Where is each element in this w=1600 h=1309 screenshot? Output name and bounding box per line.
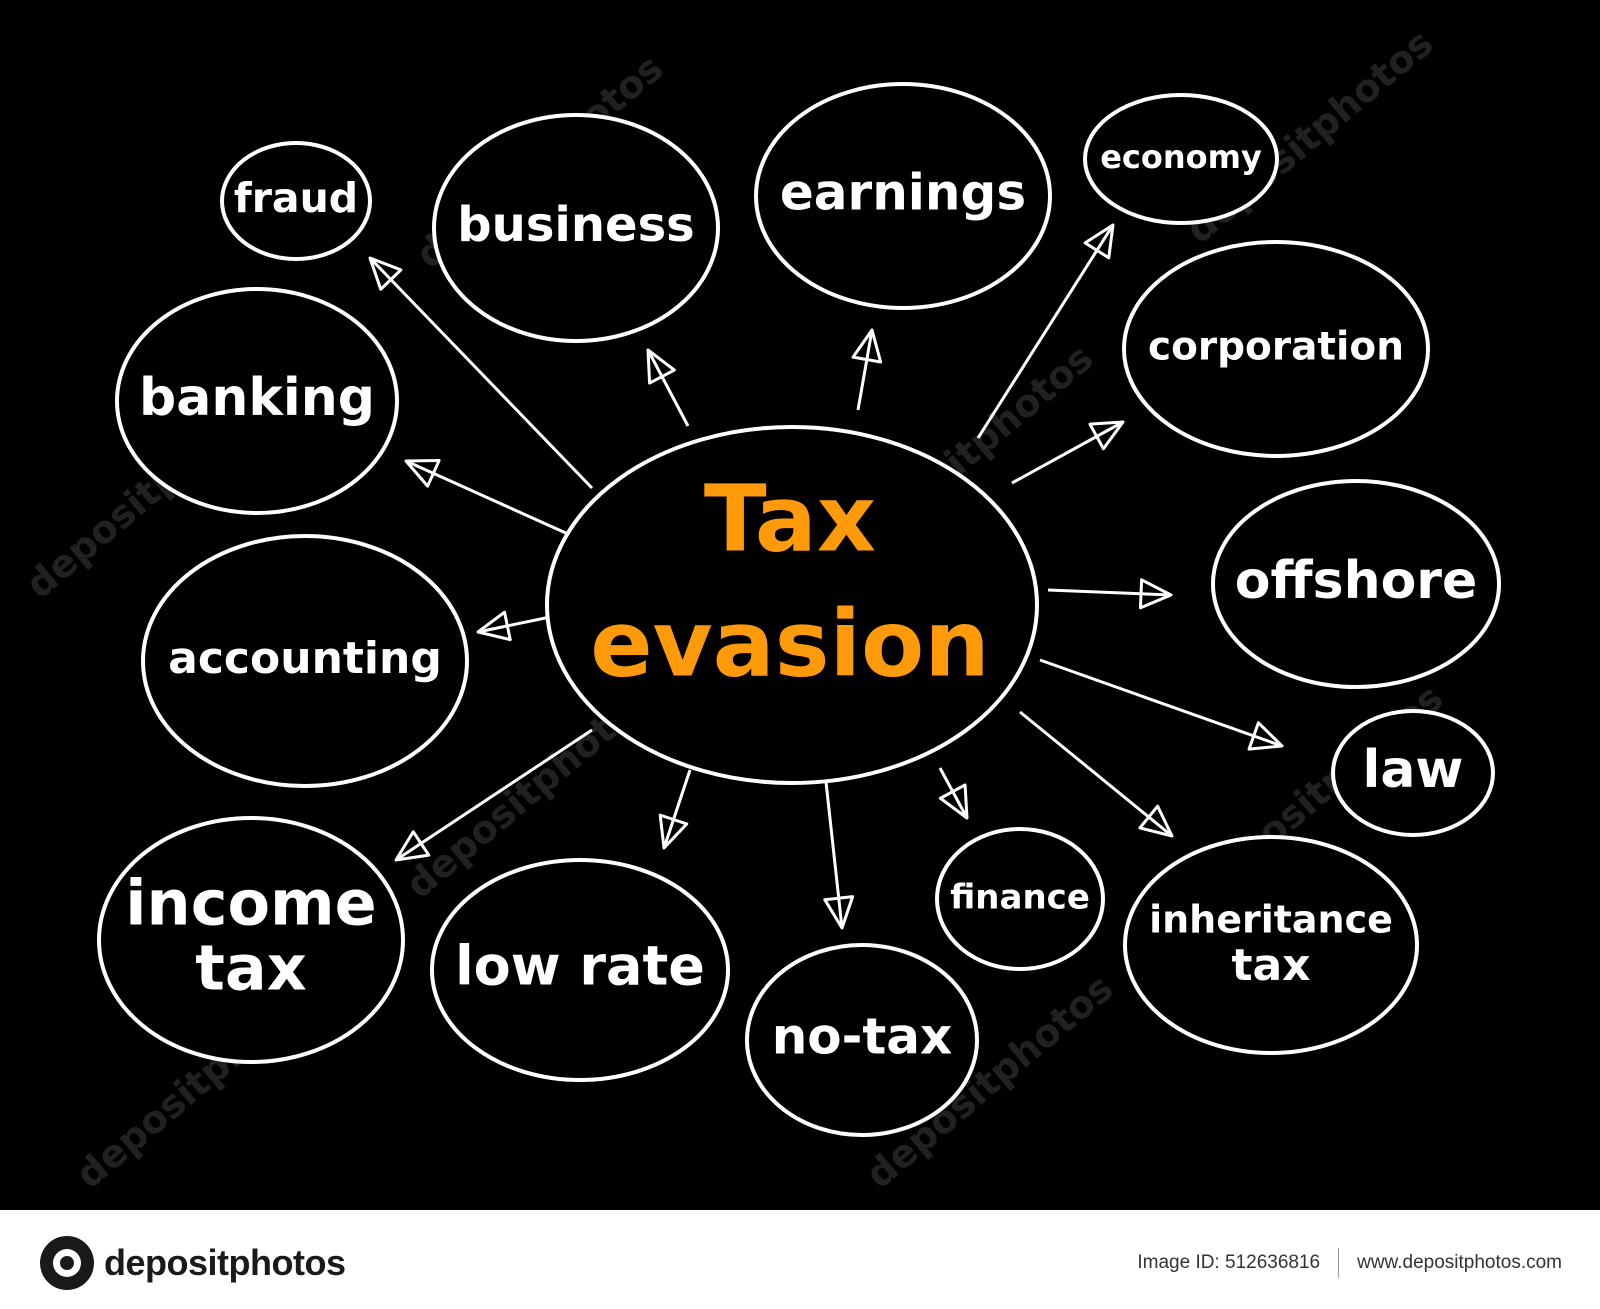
arrow-to-banking <box>405 459 569 536</box>
node-label: banking <box>139 368 375 428</box>
node-label: corporation <box>1148 325 1404 370</box>
node-outline <box>935 827 1105 971</box>
arrow-to-law <box>1039 658 1283 748</box>
arrow-to-offshore <box>1047 588 1172 597</box>
node-banking: banking <box>115 287 399 515</box>
node-accounting: accounting <box>141 534 469 788</box>
arrow-layer <box>368 223 1284 930</box>
center-node-outline <box>545 425 1039 785</box>
arrowhead-icon <box>851 328 883 364</box>
node-label: accounting <box>168 633 442 684</box>
arrowhead-icon <box>1247 721 1284 751</box>
node-label: no-tax <box>772 1008 953 1066</box>
arrow-to-finance <box>938 767 969 819</box>
arrowhead-icon <box>1138 804 1174 838</box>
arrow-to-inheritance-tax <box>1019 710 1173 838</box>
arrowhead-icon <box>658 813 689 850</box>
node-outline <box>97 816 405 1064</box>
arrowhead-icon <box>823 895 855 930</box>
node-economy: economy <box>1083 93 1279 225</box>
arrow-to-economy <box>976 224 1115 439</box>
node-outline <box>1083 93 1279 225</box>
node-label: fraud <box>234 174 358 222</box>
arrowhead-icon <box>1138 578 1173 610</box>
arrow-to-fraud <box>368 256 594 490</box>
node-outline <box>1331 709 1495 837</box>
node-label: income <box>125 867 376 940</box>
footer-logo[interactable]: depositphotos <box>40 1236 346 1290</box>
node-label: law <box>1363 740 1464 800</box>
arrowhead-icon <box>646 348 676 385</box>
node-layer: fraud business earnings economy corporation o… <box>97 82 1501 1137</box>
arrow-to-earnings <box>856 329 874 411</box>
arrowhead-icon <box>1088 420 1125 451</box>
arrowhead-icon <box>938 783 969 820</box>
node-outline <box>754 82 1052 310</box>
center-node: Tax evasion <box>545 425 1039 785</box>
arrowhead-icon <box>1083 223 1115 260</box>
arrowhead-icon <box>368 256 403 291</box>
arrow-to-corporation <box>1011 420 1124 485</box>
node-label: inheritance <box>1149 897 1393 941</box>
center-title-line2: evasion <box>590 590 989 697</box>
footer-divider <box>1338 1248 1340 1278</box>
footer-info: Image ID: 512636816 www.depositphotos.co… <box>1137 1248 1562 1278</box>
node-business: business <box>432 113 720 343</box>
node-finance: finance <box>935 827 1105 971</box>
node-earnings: earnings <box>754 82 1052 310</box>
node-outline <box>220 141 372 261</box>
node-offshore: offshore <box>1211 479 1501 689</box>
node-outline <box>1122 240 1430 458</box>
image-id-label: Image ID: 512636816 <box>1137 1252 1321 1273</box>
node-outline <box>1123 835 1419 1055</box>
center-title-line1: Tax <box>704 465 876 572</box>
arrowhead-icon <box>476 610 512 642</box>
footer-url[interactable]: www.depositphotos.com <box>1357 1252 1562 1273</box>
node-low-rate: low rate <box>430 858 730 1082</box>
node-label: tax <box>195 932 306 1005</box>
node-label: economy <box>1100 138 1262 176</box>
footer-bar: depositphotos Image ID: 512636816 www.de… <box>0 1210 1600 1309</box>
arrow-to-no-tax <box>824 781 844 929</box>
node-law: law <box>1331 709 1495 837</box>
node-corporation: corporation <box>1122 240 1430 458</box>
node-label: low rate <box>455 935 705 998</box>
node-outline <box>432 113 720 343</box>
node-label: earnings <box>780 164 1026 222</box>
arrowhead-icon <box>394 830 431 862</box>
node-outline <box>1211 479 1501 689</box>
node-no-tax: no-tax <box>745 943 979 1137</box>
node-outline <box>115 287 399 515</box>
node-outline <box>141 534 469 788</box>
node-label: tax <box>1231 940 1310 991</box>
arrow-to-business <box>646 349 690 427</box>
arrowhead-icon <box>404 459 441 488</box>
footer-logo-text: depositphotos <box>104 1242 346 1283</box>
node-outline <box>430 858 730 1082</box>
node-label: business <box>457 197 694 253</box>
node-outline <box>745 943 979 1137</box>
node-label: offshore <box>1235 551 1477 611</box>
depositphotos-logo-icon <box>40 1236 94 1290</box>
arrow-to-accounting <box>477 614 556 634</box>
node-fraud: fraud <box>220 141 372 261</box>
arrow-to-income-tax <box>395 728 593 862</box>
arrow-to-low-rate <box>662 769 692 849</box>
node-label: finance <box>950 878 1090 918</box>
